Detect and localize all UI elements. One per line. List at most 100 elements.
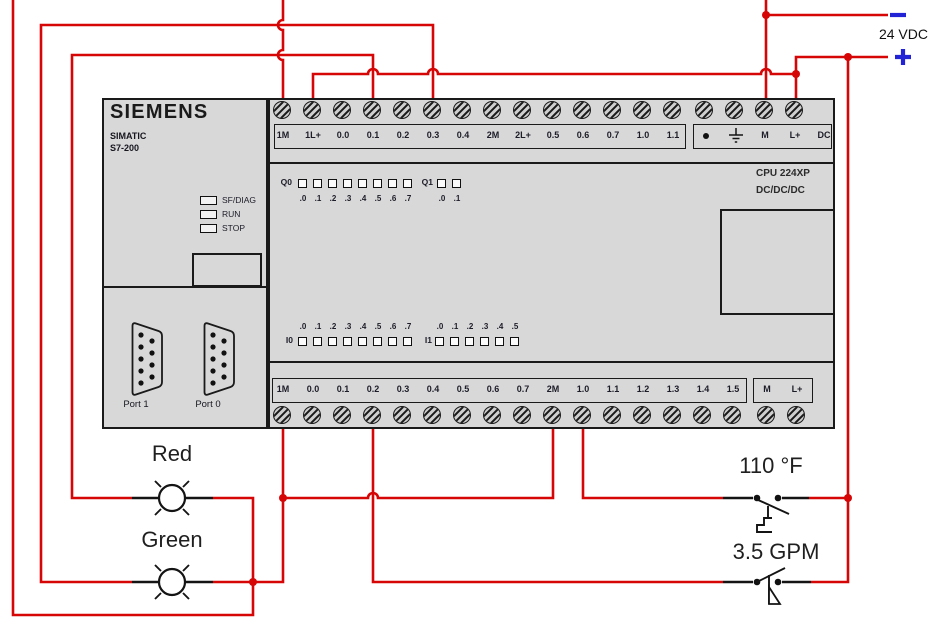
status-led-run bbox=[200, 210, 217, 219]
input-group-label-I1: I1 bbox=[424, 335, 432, 345]
expansion-port-cover bbox=[720, 209, 835, 315]
input-led-I0.4 bbox=[357, 337, 367, 346]
output-led-Q0.7 bbox=[402, 179, 412, 188]
top-terminal-label-0.5: 0.5 bbox=[546, 130, 560, 140]
memory-cartridge-slot bbox=[192, 253, 262, 287]
output-led-Q1.0 bbox=[436, 179, 446, 188]
top-terminal-label-0.7: 0.7 bbox=[606, 130, 620, 140]
input-led-label-I1.1: .1 bbox=[451, 322, 459, 331]
output-led-label-Q0.0: .0 bbox=[299, 194, 307, 203]
plc-left-panel bbox=[102, 98, 268, 429]
output-led-label-Q0.1: .1 bbox=[314, 194, 322, 203]
terminal-screw-icon bbox=[695, 101, 714, 119]
plc-terminal-section bbox=[268, 98, 835, 429]
input-led-I1.1 bbox=[449, 337, 459, 346]
divider-bottom-terminals bbox=[268, 361, 835, 363]
bottom-terminal-label-1.3: 1.3 bbox=[666, 384, 680, 394]
input-led-label-I0.2: .2 bbox=[329, 322, 337, 331]
input-led-label-I0.7: .7 bbox=[404, 322, 412, 331]
brand-logo: SIEMENS bbox=[110, 101, 209, 123]
terminal-screw-icon bbox=[543, 101, 562, 119]
bottom-terminal-label-0.2: 0.2 bbox=[366, 384, 380, 394]
terminal-screw-icon bbox=[573, 101, 592, 119]
output-led-label-Q0.5: .5 bbox=[374, 194, 382, 203]
wire-1m-top bbox=[276, 0, 285, 98]
bottom-terminal-label-1.0: 1.0 bbox=[576, 384, 590, 394]
top-terminal-label-box bbox=[274, 124, 686, 149]
terminal-screw-icon bbox=[393, 101, 412, 119]
terminal-screw-icon bbox=[393, 406, 412, 424]
output-led-label-Q1.1: .1 bbox=[453, 194, 461, 203]
db9-port1-icon bbox=[131, 322, 163, 396]
wire-lamp-return-rail bbox=[11, 0, 255, 617]
terminal-screw-icon bbox=[603, 406, 622, 424]
output-led-label-Q0.7: .7 bbox=[404, 194, 412, 203]
input-led-I0.7 bbox=[402, 337, 412, 346]
terminal-screw-icon bbox=[333, 101, 352, 119]
output-led-Q0.1 bbox=[312, 179, 322, 188]
bottom-terminal-label-0.7: 0.7 bbox=[516, 384, 530, 394]
output-led-label-Q0.6: .6 bbox=[389, 194, 397, 203]
terminal-screw-icon bbox=[483, 406, 502, 424]
status-led-stop bbox=[200, 224, 217, 233]
bottom-terminal-label-1M: 1M bbox=[276, 384, 290, 394]
terminal-screw-icon bbox=[273, 101, 292, 119]
terminal-screw-icon bbox=[363, 101, 382, 119]
terminal-screw-icon bbox=[423, 101, 442, 119]
bottom-power-terminal-label-box bbox=[753, 378, 813, 403]
input-led-label-I0.0: .0 bbox=[299, 322, 307, 331]
terminal-screw-icon bbox=[633, 406, 652, 424]
status-led-label: RUN bbox=[222, 209, 241, 219]
terminal-screw-icon bbox=[723, 406, 742, 424]
output-led-Q1.1 bbox=[451, 179, 461, 188]
terminal-screw-icon bbox=[787, 406, 806, 424]
output-led-label-Q0.4: .4 bbox=[359, 194, 367, 203]
input-led-label-I1.5: .5 bbox=[511, 322, 519, 331]
terminal-screw-icon bbox=[603, 101, 622, 119]
wire-i02-to-flow-switch bbox=[371, 429, 723, 584]
cpu-power-spec-label: DC/DC/DC bbox=[756, 185, 805, 196]
input-led-I1.2 bbox=[464, 337, 474, 346]
red-wires bbox=[11, 0, 888, 617]
bottom-terminal-label-0.3: 0.3 bbox=[396, 384, 410, 394]
terminal-screw-icon bbox=[483, 101, 502, 119]
bottom-terminal-label-box bbox=[272, 378, 747, 403]
input-led-I0.5 bbox=[372, 337, 382, 346]
terminal-screw-icon bbox=[725, 101, 744, 119]
plc-model-label: S7-200 bbox=[110, 143, 140, 153]
bottom-terminal-label-0.5: 0.5 bbox=[456, 384, 470, 394]
terminal-screw-icon bbox=[513, 406, 532, 424]
input-led-I0.0 bbox=[297, 337, 307, 346]
terminal-screw-icon bbox=[755, 101, 774, 119]
input-led-I1.0 bbox=[434, 337, 444, 346]
input-led-label-I0.1: .1 bbox=[314, 322, 322, 331]
terminal-screw-icon bbox=[333, 406, 352, 424]
input-led-I0.3 bbox=[342, 337, 352, 346]
input-led-label-I0.5: .5 bbox=[374, 322, 382, 331]
output-led-Q0.4 bbox=[357, 179, 367, 188]
power-polarity-symbols bbox=[890, 12, 911, 65]
output-led-Q0.3 bbox=[342, 179, 352, 188]
input-led-I1.4 bbox=[494, 337, 504, 346]
wire-plus-to-lplus bbox=[794, 55, 888, 98]
wire-i10-to-temp-switch bbox=[581, 429, 723, 500]
top-terminal-label-lplus: L+ bbox=[789, 130, 801, 140]
terminal-screw-icon bbox=[633, 101, 652, 119]
flow-switch-label: 3.5 GPM bbox=[732, 539, 820, 564]
wire-q01-to-red-lamp bbox=[70, 53, 375, 500]
top-terminal-label-dc: DC bbox=[817, 130, 831, 140]
top-terminal-label-0.3: 0.3 bbox=[426, 130, 440, 140]
wire-1lplus-bus bbox=[311, 67, 796, 98]
top-terminal-label-0.6: 0.6 bbox=[576, 130, 590, 140]
red-indicator-lamp-icon bbox=[132, 480, 213, 516]
wire-junction-dots bbox=[249, 11, 852, 586]
bottom-terminal-label-1.1: 1.1 bbox=[606, 384, 620, 394]
divider-left-panel bbox=[102, 286, 268, 288]
port-label: Port 0 bbox=[195, 399, 221, 410]
bottom-terminal-label-1.4: 1.4 bbox=[696, 384, 710, 394]
top-terminal-label-m: M bbox=[761, 130, 769, 140]
wire-green-lamp-to-1m-bottom bbox=[213, 429, 285, 584]
input-led-I0.6 bbox=[387, 337, 397, 346]
